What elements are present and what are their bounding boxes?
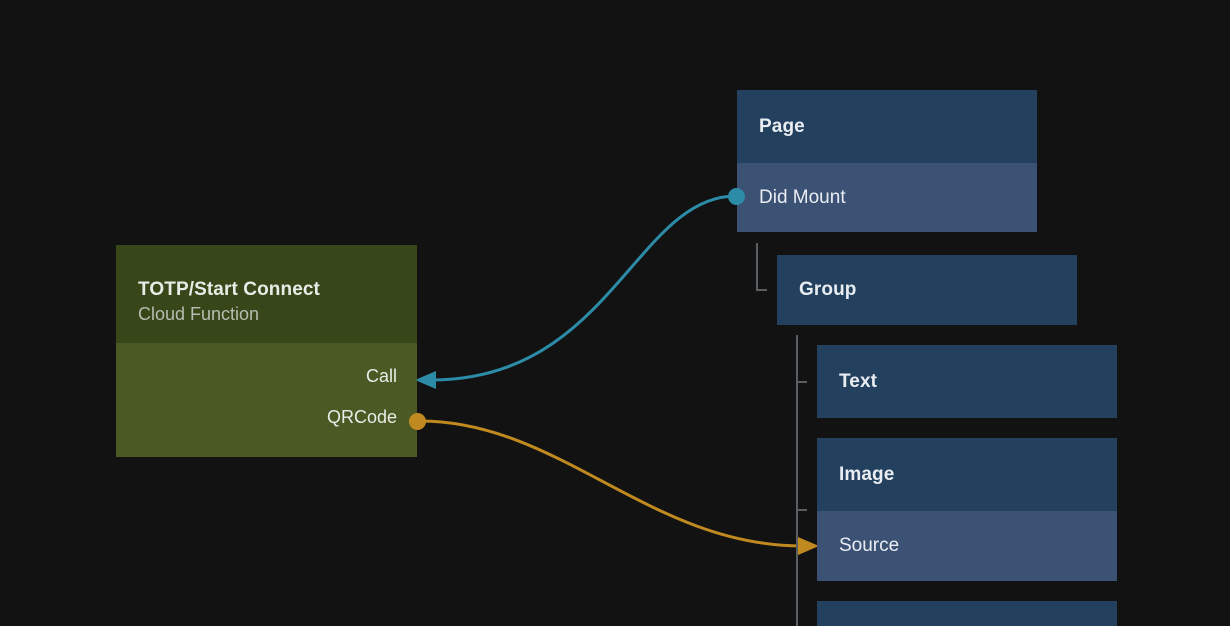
port-did-mount[interactable]: Did Mount bbox=[737, 163, 1037, 232]
wire-qrcode-to-source bbox=[419, 419, 803, 548]
tree-connector-page-to-group-horizontal bbox=[756, 289, 767, 291]
port-call[interactable]: Call bbox=[365, 366, 397, 386]
node-text[interactable]: Text bbox=[817, 345, 1117, 418]
node-totp-start-connect[interactable]: TOTP/Start Connect Cloud Function Call Q… bbox=[116, 245, 417, 457]
node-page[interactable]: Page Did Mount bbox=[737, 90, 1037, 232]
node-title-text: Text bbox=[839, 370, 878, 392]
tree-connector-group-to-text bbox=[796, 381, 807, 383]
node-partial-clipped[interactable] bbox=[817, 601, 1117, 626]
node-title-function: TOTP/Start Connect bbox=[138, 278, 320, 300]
wire-did-mount-to-call bbox=[431, 194, 737, 382]
tree-connector-group-children-vertical bbox=[796, 335, 798, 626]
node-title-page: Page bbox=[759, 115, 805, 137]
node-header-partial[interactable] bbox=[817, 601, 1117, 626]
node-header-function[interactable]: TOTP/Start Connect Cloud Function bbox=[116, 245, 417, 343]
tree-connector-page-to-group-vertical bbox=[756, 243, 758, 290]
wire-arrowhead-source bbox=[798, 537, 819, 555]
port-qrcode[interactable]: QRCode bbox=[326, 407, 397, 427]
port-dot-qrcode[interactable] bbox=[409, 413, 426, 430]
node-title-group: Group bbox=[799, 279, 857, 301]
port-dot-did-mount[interactable] bbox=[728, 188, 745, 205]
node-header-text[interactable]: Text bbox=[817, 345, 1117, 418]
node-header-group[interactable]: Group bbox=[777, 255, 1077, 325]
port-source[interactable]: Source bbox=[817, 511, 1117, 581]
node-image[interactable]: Image Source bbox=[817, 438, 1117, 581]
node-body-function[interactable]: Call QRCode bbox=[116, 343, 417, 457]
node-title-image: Image bbox=[839, 463, 895, 485]
wire-arrowhead-call bbox=[415, 371, 436, 389]
node-group[interactable]: Group bbox=[777, 255, 1077, 325]
node-header-page[interactable]: Page bbox=[737, 90, 1037, 163]
node-subtitle-function: Cloud Function bbox=[138, 303, 260, 324]
node-header-image[interactable]: Image bbox=[817, 438, 1117, 511]
tree-connector-group-to-image bbox=[796, 509, 807, 511]
